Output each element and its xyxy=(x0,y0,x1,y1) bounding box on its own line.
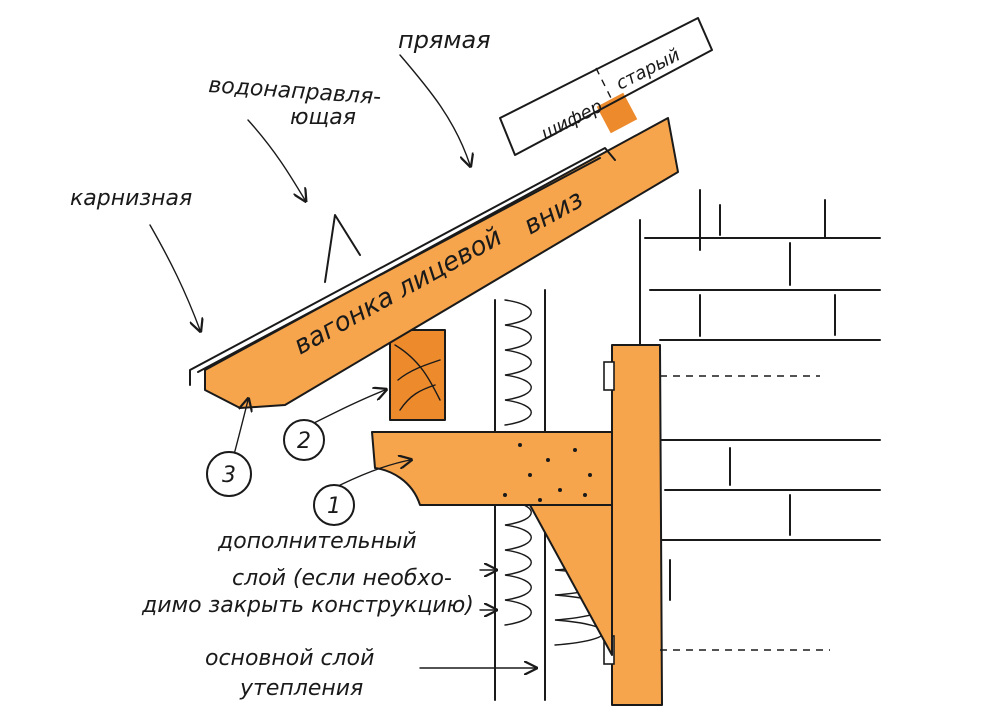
marker-1: 1 xyxy=(313,484,355,526)
horizontal-beam xyxy=(371,431,613,506)
label-slate-old: старый xyxy=(613,44,684,94)
label-slate-word: шифер xyxy=(538,96,606,145)
marker-2-text: 2 xyxy=(297,429,311,454)
marker-1-text: 1 xyxy=(327,494,341,519)
label-main-layer-1: основной слой xyxy=(205,646,374,671)
label-cornice: карнизная xyxy=(70,186,192,211)
label-water-guide-2: ющая xyxy=(290,105,356,130)
marker-3-text: 3 xyxy=(222,463,236,488)
label-main-layer-2: утепления xyxy=(239,676,363,701)
marker-3: 3 xyxy=(206,451,252,497)
roof-flashing xyxy=(189,147,616,386)
label-extra-layer-3: димо закрыть конструкцию) xyxy=(141,593,474,618)
brick-wall xyxy=(639,189,881,701)
label-extra-layer-1: дополнительный xyxy=(217,529,417,554)
label-extra-layer-2: слой (если необхо- xyxy=(232,566,452,591)
wood-block xyxy=(389,329,446,421)
marker-2: 2 xyxy=(283,419,325,461)
wall-post xyxy=(603,344,830,706)
rafter-board xyxy=(204,117,679,409)
slate-roof xyxy=(499,17,713,156)
label-straight: прямая xyxy=(398,26,491,54)
